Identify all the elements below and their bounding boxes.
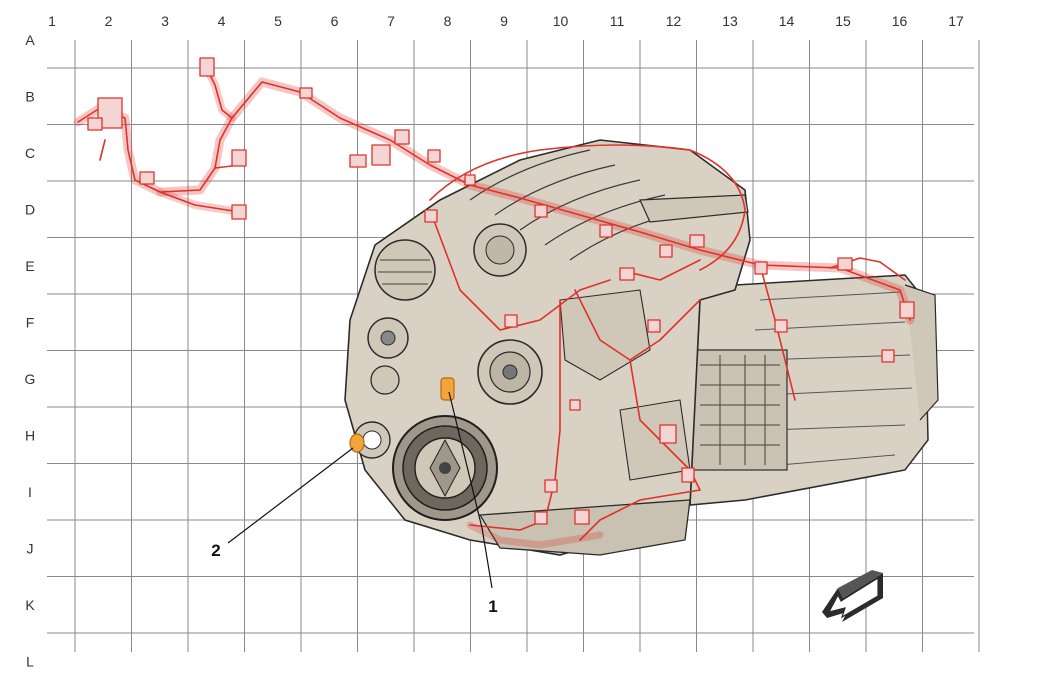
grid-row-label: B bbox=[25, 89, 34, 105]
grid-row-label: I bbox=[28, 484, 32, 500]
grid-column-label: 7 bbox=[387, 13, 395, 29]
grid-row-label: H bbox=[25, 428, 35, 444]
grid-column-label: 13 bbox=[722, 13, 738, 29]
grid-column-label: 17 bbox=[948, 13, 964, 29]
engine-illustration bbox=[344, 139, 751, 556]
row-labels: A B C D E F G H I J K L bbox=[25, 32, 36, 670]
grid-column-label: 8 bbox=[444, 13, 452, 29]
front-direction-arrow-icon bbox=[822, 570, 883, 622]
grid-column-label: 6 bbox=[331, 13, 339, 29]
grid-column-label: 15 bbox=[835, 13, 851, 29]
grid-column-label: 4 bbox=[218, 13, 226, 29]
grid-column-label: 1 bbox=[48, 13, 56, 29]
grid-column-label: 16 bbox=[892, 13, 908, 29]
component-2-highlight bbox=[349, 433, 365, 453]
highlighted-components bbox=[349, 377, 455, 453]
grid-column-label: 3 bbox=[161, 13, 169, 29]
grid-row-label: C bbox=[25, 145, 35, 161]
transmission-illustration bbox=[689, 274, 939, 506]
callout-2-label: 2 bbox=[211, 541, 220, 560]
grid-row-label: A bbox=[25, 32, 35, 48]
grid-row-label: F bbox=[26, 315, 35, 331]
grid-row-label: J bbox=[27, 541, 34, 557]
grid-column-label: 14 bbox=[779, 13, 795, 29]
grid-column-label: 11 bbox=[610, 13, 625, 29]
grid-column-label: 2 bbox=[105, 13, 113, 29]
callout-leaders bbox=[227, 391, 493, 589]
grid-row-label: E bbox=[25, 258, 34, 274]
wiring-harness bbox=[73, 57, 915, 549]
grid-row-label: D bbox=[25, 202, 35, 218]
grid-row-label: K bbox=[25, 597, 35, 613]
grid-column-label: 9 bbox=[500, 13, 508, 29]
grid-column-label: 12 bbox=[666, 13, 682, 29]
callout-1-label: 1 bbox=[488, 597, 497, 616]
grid-row-label: G bbox=[25, 371, 36, 387]
grid-column-label: 5 bbox=[274, 13, 282, 29]
grid-row-label: L bbox=[26, 654, 34, 670]
component-1-highlight bbox=[440, 377, 455, 401]
grid-column-label: 10 bbox=[553, 13, 569, 29]
